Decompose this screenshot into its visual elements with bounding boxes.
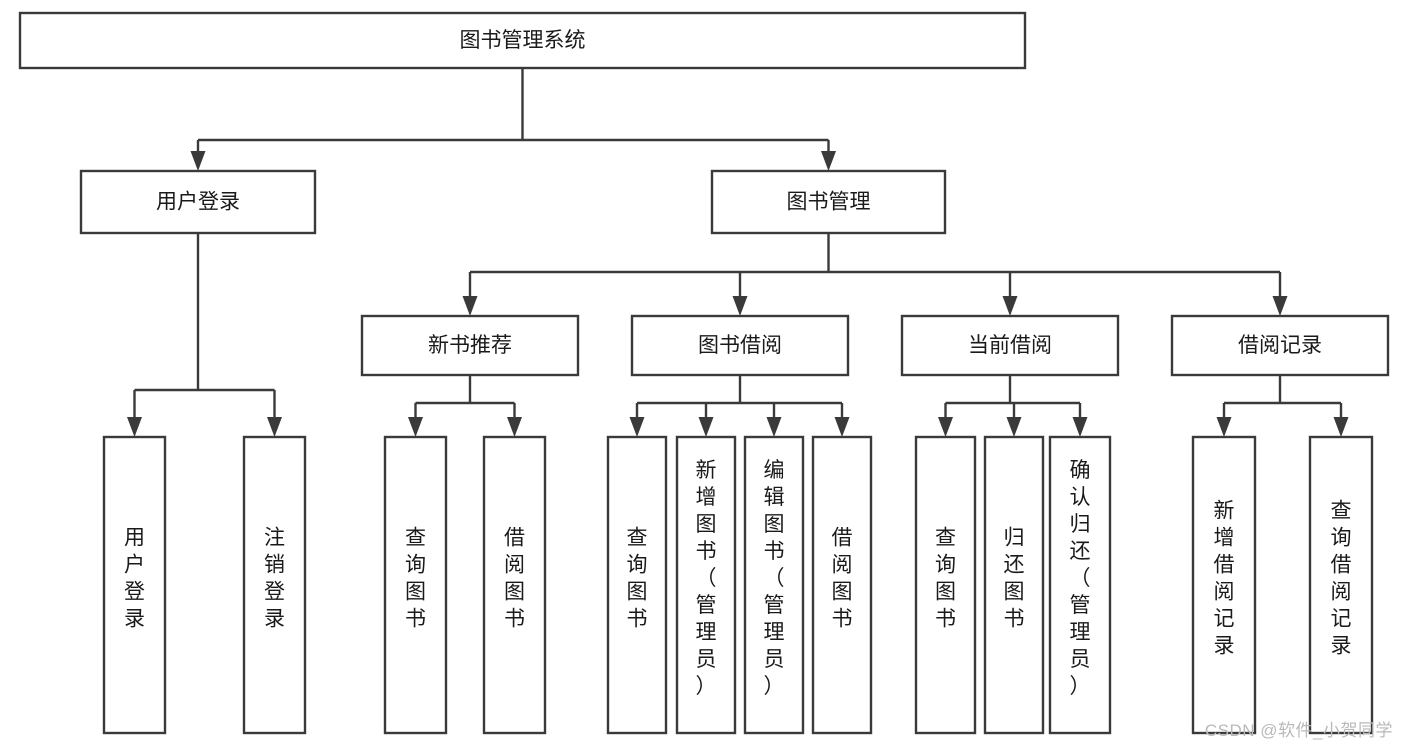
arrow-head-icon — [462, 296, 478, 316]
arrow-head-icon — [267, 417, 282, 437]
node-box[interactable] — [18, 11, 1027, 70]
node-label: 确认归还（管理员） — [1070, 459, 1091, 698]
node-label: 借阅图书 — [832, 527, 853, 631]
node-label: 新增图书（管理员） — [696, 459, 717, 698]
node-leaf-borrow-add[interactable]: 新增图书（管理员） — [675, 435, 737, 735]
node-box[interactable] — [79, 169, 317, 235]
arrow-head-icon — [507, 417, 522, 437]
node-box[interactable] — [482, 435, 547, 735]
arrow-head-icon — [938, 417, 953, 437]
node-records[interactable]: 借阅记录 — [1170, 314, 1390, 377]
node-box[interactable] — [383, 435, 448, 735]
node-leaf-borrow-edit[interactable]: 编辑图书（管理员） — [743, 435, 805, 735]
node-leaf-new-borrow[interactable]: 借阅图书 — [482, 435, 547, 735]
node-leaf-user-logout[interactable]: 注销登录 — [242, 435, 307, 735]
node-box[interactable] — [710, 169, 947, 235]
node-box[interactable] — [360, 314, 580, 377]
node-box[interactable] — [242, 435, 307, 735]
node-label: 新增借阅记录 — [1214, 500, 1235, 658]
node-leaf-cur-confirm[interactable]: 确认归还（管理员） — [1048, 435, 1112, 735]
arrow-head-icon — [698, 417, 714, 437]
node-box[interactable] — [811, 435, 873, 735]
node-box[interactable] — [900, 314, 1120, 377]
arrow-head-icon — [1002, 296, 1018, 316]
arrow-head-icon — [766, 417, 782, 437]
node-leaf-new-query[interactable]: 查询图书 — [383, 435, 448, 735]
node-label: 归还图书 — [1004, 527, 1025, 631]
node-borrow[interactable]: 图书借阅 — [630, 314, 850, 377]
node-label: 新书推荐 — [428, 334, 512, 357]
arrow-head-icon — [127, 417, 142, 437]
connector-group-root — [190, 68, 836, 171]
node-box[interactable] — [1048, 435, 1112, 735]
node-box[interactable] — [743, 435, 805, 735]
node-label: 借阅记录 — [1238, 334, 1322, 357]
node-label: 图书管理 — [787, 191, 871, 214]
node-label: 图书借阅 — [698, 334, 782, 357]
node-box[interactable] — [1308, 435, 1374, 735]
node-label: 图书管理系统 — [460, 29, 586, 52]
node-leaf-rec-query[interactable]: 查询借阅记录 — [1308, 435, 1374, 735]
node-leaf-cur-query[interactable]: 查询图书 — [914, 435, 977, 735]
node-box[interactable] — [102, 435, 167, 735]
node-leaf-borrow-lend[interactable]: 借阅图书 — [811, 435, 873, 735]
node-box[interactable] — [1170, 314, 1390, 377]
node-label: 编辑图书（管理员） — [764, 459, 785, 698]
arrow-head-icon — [1216, 417, 1232, 437]
arrow-head-icon — [1006, 417, 1022, 437]
watermark-label: CSDN @软件_小贺同学 — [1204, 721, 1393, 740]
arrow-head-icon — [629, 417, 645, 437]
connector-group-records — [1216, 375, 1349, 437]
connector-group-current — [938, 375, 1088, 437]
connector-group-bookmgmt — [462, 233, 1288, 316]
arrow-head-icon — [1333, 417, 1349, 437]
arrow-head-icon — [190, 151, 206, 171]
node-newbook[interactable]: 新书推荐 — [360, 314, 580, 377]
node-label: 注销登录 — [264, 527, 285, 631]
node-label: 查询借阅记录 — [1331, 500, 1352, 658]
connector-group-newbook — [408, 375, 522, 437]
arrow-head-icon — [821, 151, 836, 171]
node-box[interactable] — [675, 435, 737, 735]
node-box[interactable] — [630, 314, 850, 377]
node-leaf-user-login[interactable]: 用户登录 — [102, 435, 167, 735]
arrow-head-icon — [408, 417, 423, 437]
node-label: 查询图书 — [405, 527, 426, 631]
arrow-head-icon — [1272, 296, 1288, 316]
node-current[interactable]: 当前借阅 — [900, 314, 1120, 377]
node-label: 借阅图书 — [504, 527, 525, 631]
node-label: 查询图书 — [627, 527, 648, 631]
node-leaf-cur-return[interactable]: 归还图书 — [983, 435, 1045, 735]
arrow-head-icon — [1072, 417, 1088, 437]
node-box[interactable] — [983, 435, 1045, 735]
node-bookmgmt[interactable]: 图书管理 — [710, 169, 947, 235]
node-leaf-rec-add[interactable]: 新增借阅记录 — [1191, 435, 1257, 735]
node-box[interactable] — [1191, 435, 1257, 735]
node-leaf-borrow-query[interactable]: 查询图书 — [606, 435, 668, 735]
connector-group-login — [127, 233, 282, 437]
node-label: 用户登录 — [156, 191, 240, 214]
arrow-head-icon — [732, 296, 748, 316]
arrow-head-icon — [834, 417, 850, 437]
node-label: 查询图书 — [935, 527, 956, 631]
node-label: 用户登录 — [124, 527, 145, 631]
node-box[interactable] — [914, 435, 977, 735]
node-login[interactable]: 用户登录 — [79, 169, 317, 235]
node-label: 当前借阅 — [968, 334, 1052, 357]
node-box[interactable] — [606, 435, 668, 735]
node-root[interactable]: 图书管理系统 — [18, 11, 1027, 70]
connector-group-borrow — [629, 375, 850, 437]
